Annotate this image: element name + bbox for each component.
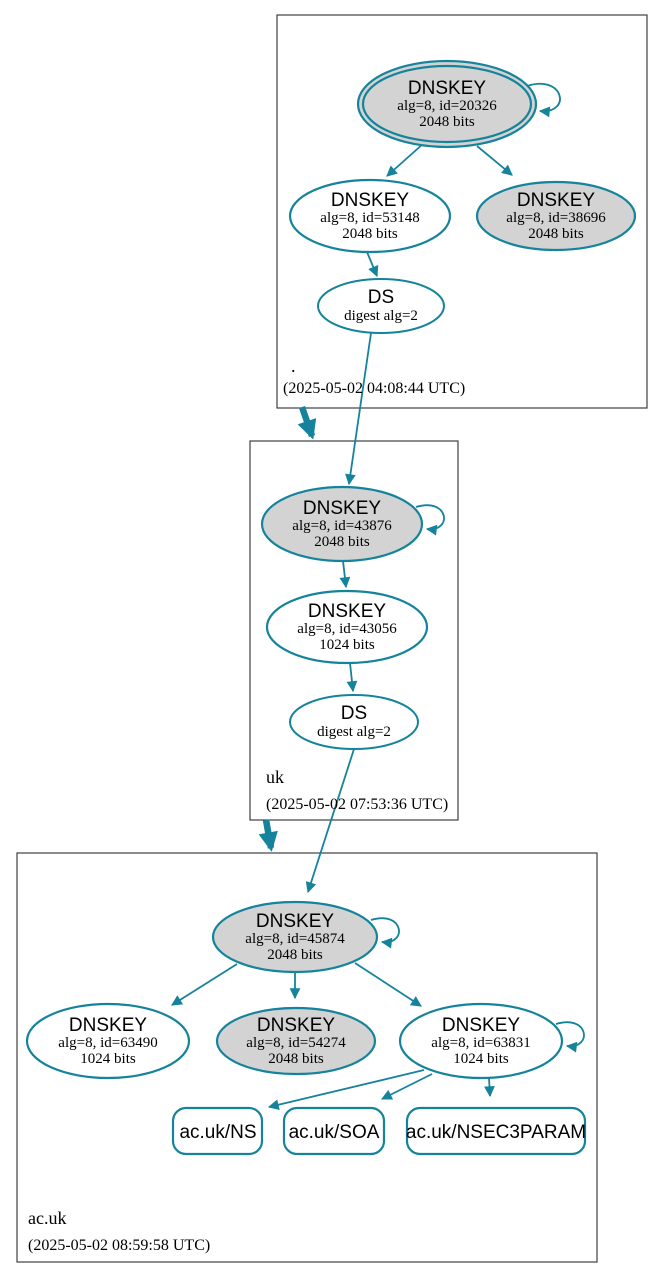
node-ds-uk[interactable]: DS digest alg=2	[289, 694, 419, 750]
node-dnskey-38696[interactable]: DNSKEY alg=8, id=38696 2048 bits	[475, 180, 637, 252]
rrset-acuk-nsec3param[interactable]: ac.uk/NSEC3PARAM	[406, 1106, 586, 1156]
delegation-arrow-root-to-uk	[297, 405, 317, 440]
selfloop-key63831	[555, 1021, 585, 1053]
node-dnskey-38696-detail: alg=8, id=38696	[506, 210, 606, 226]
node-dnskey-43876-bits: 2048 bits	[314, 534, 370, 550]
node-dnskey-63490-bits: 1024 bits	[80, 1051, 136, 1067]
node-dnskey-53148[interactable]: DNSKEY alg=8, id=53148 2048 bits	[288, 178, 452, 254]
node-ds-uk-title: DS	[341, 703, 367, 724]
node-dnskey-63831[interactable]: DNSKEY alg=8, id=63831 1024 bits	[398, 1002, 564, 1080]
edge-zsk53148-to-ds	[366, 251, 379, 277]
zone-box-root	[276, 14, 648, 409]
zone-root: DNSKEY alg=8, id=20326 2048 bits DNSKEY …	[283, 59, 637, 397]
selfloop-ksk43876	[415, 504, 445, 536]
edge-ksk45874-to-key63831	[354, 962, 422, 1007]
node-dnskey-45874-detail: alg=8, id=45874	[245, 931, 345, 947]
node-dnskey-54274-title: DNSKEY	[257, 1015, 335, 1036]
edge-zsk43056-to-ds	[346, 662, 358, 693]
edge-key63831-to-ns	[267, 1069, 425, 1110]
node-ds-root[interactable]: DS digest alg=2	[317, 278, 445, 334]
edge-ksk45874-to-key63490	[171, 963, 238, 1006]
edge-ksk20326-to-zsk53148	[386, 142, 425, 177]
zone-label-uk: uk	[266, 767, 284, 787]
edge-ukds-to-acuk-ksk	[305, 748, 355, 894]
node-dnskey-53148-bits: 2048 bits	[342, 226, 398, 242]
node-dnskey-63831-bits: 1024 bits	[453, 1051, 509, 1067]
zone-box-uk	[249, 440, 459, 821]
node-dnskey-38696-bits: 2048 bits	[528, 226, 584, 242]
node-dnskey-43056-bits: 1024 bits	[319, 637, 375, 653]
node-dnskey-63490-title: DNSKEY	[69, 1015, 147, 1036]
delegation-arrows	[258, 405, 317, 852]
node-ds-root-title: DS	[368, 287, 394, 308]
rrset-acuk-soa[interactable]: ac.uk/SOA	[282, 1106, 386, 1156]
node-dnskey-63490[interactable]: DNSKEY alg=8, id=63490 1024 bits	[25, 1002, 191, 1080]
node-dnskey-54274-bits: 2048 bits	[268, 1051, 324, 1067]
node-dnskey-45874-title: DNSKEY	[256, 911, 334, 932]
node-dnskey-43876[interactable]: DNSKEY alg=8, id=43876 2048 bits	[260, 485, 424, 563]
zone-timestamp-root: (2025-05-02 04:08:44 UTC)	[283, 380, 465, 397]
edge-rootds-to-uk-ksk	[345, 332, 372, 486]
zone-timestamp-uk: (2025-05-02 07:53:36 UTC)	[266, 796, 448, 813]
edge-key63831-to-soa	[381, 1073, 433, 1100]
node-ds-root-detail: digest alg=2	[344, 308, 418, 324]
node-dnskey-45874[interactable]: DNSKEY alg=8, id=45874 2048 bits	[211, 900, 379, 974]
node-dnskey-54274-detail: alg=8, id=54274	[246, 1035, 346, 1051]
rrset-acuk-soa-label: ac.uk/SOA	[289, 1122, 380, 1143]
node-dnskey-20326-detail: alg=8, id=20326	[397, 98, 497, 114]
node-dnskey-43876-detail: alg=8, id=43876	[292, 518, 392, 534]
zone-label-acuk: ac.uk	[28, 1208, 66, 1228]
edges	[171, 83, 585, 1110]
node-dnskey-43056-detail: alg=8, id=43056	[297, 621, 397, 637]
node-dnskey-53148-detail: alg=8, id=53148	[320, 210, 419, 226]
node-dnskey-45874-bits: 2048 bits	[267, 947, 323, 963]
node-dnskey-38696-title: DNSKEY	[517, 190, 595, 211]
node-dnskey-43876-title: DNSKEY	[303, 498, 381, 519]
delegation-arrow-uk-to-acuk	[258, 819, 278, 852]
edge-ksk20326-to-key38696	[476, 145, 513, 176]
node-dnskey-43056[interactable]: DNSKEY alg=8, id=43056 1024 bits	[265, 589, 429, 665]
selfloop-ksk20326	[526, 83, 561, 118]
node-dnskey-20326-title: DNSKEY	[408, 78, 486, 99]
rrset-acuk-nsec3param-label: ac.uk/NSEC3PARAM	[406, 1122, 586, 1143]
node-dnskey-20326[interactable]: DNSKEY alg=8, id=20326 2048 bits	[356, 59, 538, 149]
node-dnskey-53148-title: DNSKEY	[331, 190, 409, 211]
edge-ksk43876-to-zsk43056	[339, 560, 351, 589]
rrset-acuk-ns[interactable]: ac.uk/NS	[171, 1106, 264, 1156]
zone-timestamp-acuk: (2025-05-02 08:59:58 UTC)	[28, 1237, 210, 1254]
node-dnskey-20326-bits: 2048 bits	[419, 114, 475, 130]
node-ds-uk-detail: digest alg=2	[317, 724, 391, 740]
zone-uk: DNSKEY alg=8, id=43876 2048 bits DNSKEY …	[260, 485, 448, 813]
rrset-acuk-ns-label: ac.uk/NS	[179, 1122, 256, 1143]
node-dnskey-54274[interactable]: DNSKEY alg=8, id=54274 2048 bits	[215, 1006, 377, 1076]
node-dnskey-43056-title: DNSKEY	[308, 601, 386, 622]
selfloop-ksk45874	[370, 917, 400, 949]
node-dnskey-63831-detail: alg=8, id=63831	[431, 1035, 530, 1051]
edge-key63831-to-nsec3param	[484, 1077, 495, 1098]
node-dnskey-63831-title: DNSKEY	[442, 1015, 520, 1036]
zone-acuk: DNSKEY alg=8, id=45874 2048 bits DNSKEY …	[25, 900, 586, 1254]
zone-box-acuk	[16, 852, 598, 1263]
zone-label-root: .	[291, 356, 296, 376]
node-dnskey-63490-detail: alg=8, id=63490	[58, 1035, 157, 1051]
